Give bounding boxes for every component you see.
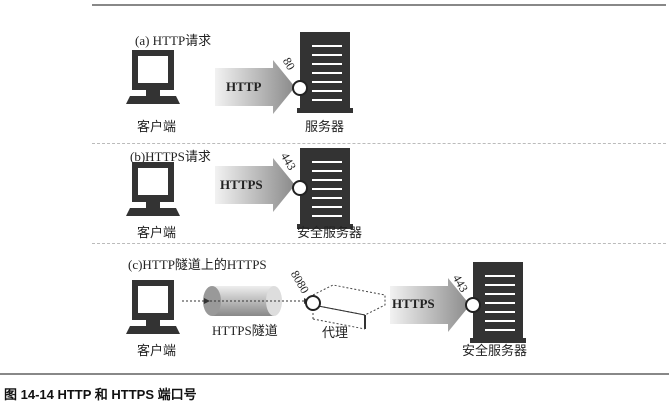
secure-server-icon: [292, 147, 354, 230]
top-rule: [92, 4, 666, 6]
panel-title: (c)HTTP隧道上的HTTPS: [128, 257, 267, 272]
bottom-rule: [0, 373, 669, 375]
proxy-box-icon: [305, 284, 386, 330]
separator: [92, 143, 666, 144]
client-monitor-icon: [126, 50, 180, 104]
client-label: 客户端: [137, 225, 177, 240]
server-label: 安全服务器: [462, 343, 528, 358]
separator: [92, 243, 666, 244]
panel-title: (b)HTTPS请求: [130, 149, 211, 164]
panel-title: (a) HTTP请求: [135, 33, 212, 48]
server-label: 服务器: [305, 119, 345, 134]
arrow-label: HTTP: [226, 79, 262, 94]
server-icon: [292, 31, 354, 114]
figure-caption: 图 14-14 HTTP 和 HTTPS 端口号: [4, 387, 197, 402]
tunnel-label: HTTPS隧道: [212, 323, 278, 338]
client-monitor-icon: [126, 162, 180, 216]
secure-server-icon: [465, 261, 527, 344]
arrow-label: HTTPS: [392, 296, 435, 311]
proxy-label: 代理: [322, 325, 349, 340]
client-label: 客户端: [137, 343, 177, 358]
tunnel-icon: [182, 286, 310, 316]
client-monitor-icon: [126, 280, 180, 334]
server-label: 安全服务器: [297, 225, 363, 240]
arrow-label: HTTPS: [220, 177, 263, 192]
client-label: 客户端: [137, 119, 177, 134]
